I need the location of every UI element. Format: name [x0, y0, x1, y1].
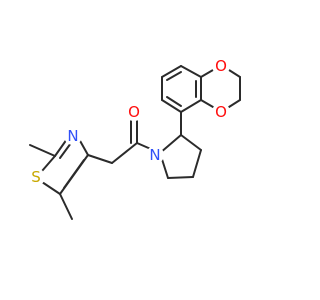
- bond: [228, 69, 241, 78]
- atom-label: O: [128, 103, 140, 121]
- bond: [180, 134, 202, 151]
- atom-label: O: [215, 103, 227, 121]
- bond: [111, 142, 138, 164]
- bond: [192, 149, 202, 178]
- bond: [54, 138, 68, 157]
- bond: [59, 193, 73, 220]
- bond: [167, 176, 194, 179]
- amide-nitrogen-atom: N: [146, 146, 164, 164]
- bond: [87, 154, 113, 164]
- atom-label: N: [67, 127, 78, 145]
- bond: [161, 65, 182, 78]
- bond: [41, 181, 61, 195]
- oxygen-atom: O: [212, 57, 230, 75]
- structure-diagram: O O O N N S: [27, 57, 241, 220]
- bond: [161, 99, 182, 113]
- oxygen-atom: O: [212, 103, 230, 121]
- bond: [200, 69, 214, 78]
- thiazole-sulfur-atom: S: [27, 168, 45, 186]
- atom-label: N: [149, 146, 160, 164]
- atom-layer: O O O N N S: [27, 57, 230, 186]
- bond: [166, 96, 182, 107]
- atom-label: S: [31, 168, 41, 186]
- thiazole-nitrogen-atom: N: [64, 127, 82, 145]
- bond: [59, 142, 72, 159]
- bond: [159, 134, 182, 154]
- bond: [41, 155, 56, 172]
- bond: [180, 99, 202, 113]
- bond: [166, 71, 182, 81]
- bond-layer: [29, 65, 241, 220]
- bond: [63, 159, 85, 189]
- bond: [78, 138, 89, 156]
- bond: [200, 99, 214, 108]
- bond: [228, 99, 241, 108]
- bond: [180, 65, 202, 78]
- carbonyl-oxygen-atom: O: [125, 103, 143, 121]
- molecule-canvas: O O O N N S: [27, 57, 241, 220]
- bond: [29, 144, 56, 157]
- atom-label: O: [215, 57, 227, 75]
